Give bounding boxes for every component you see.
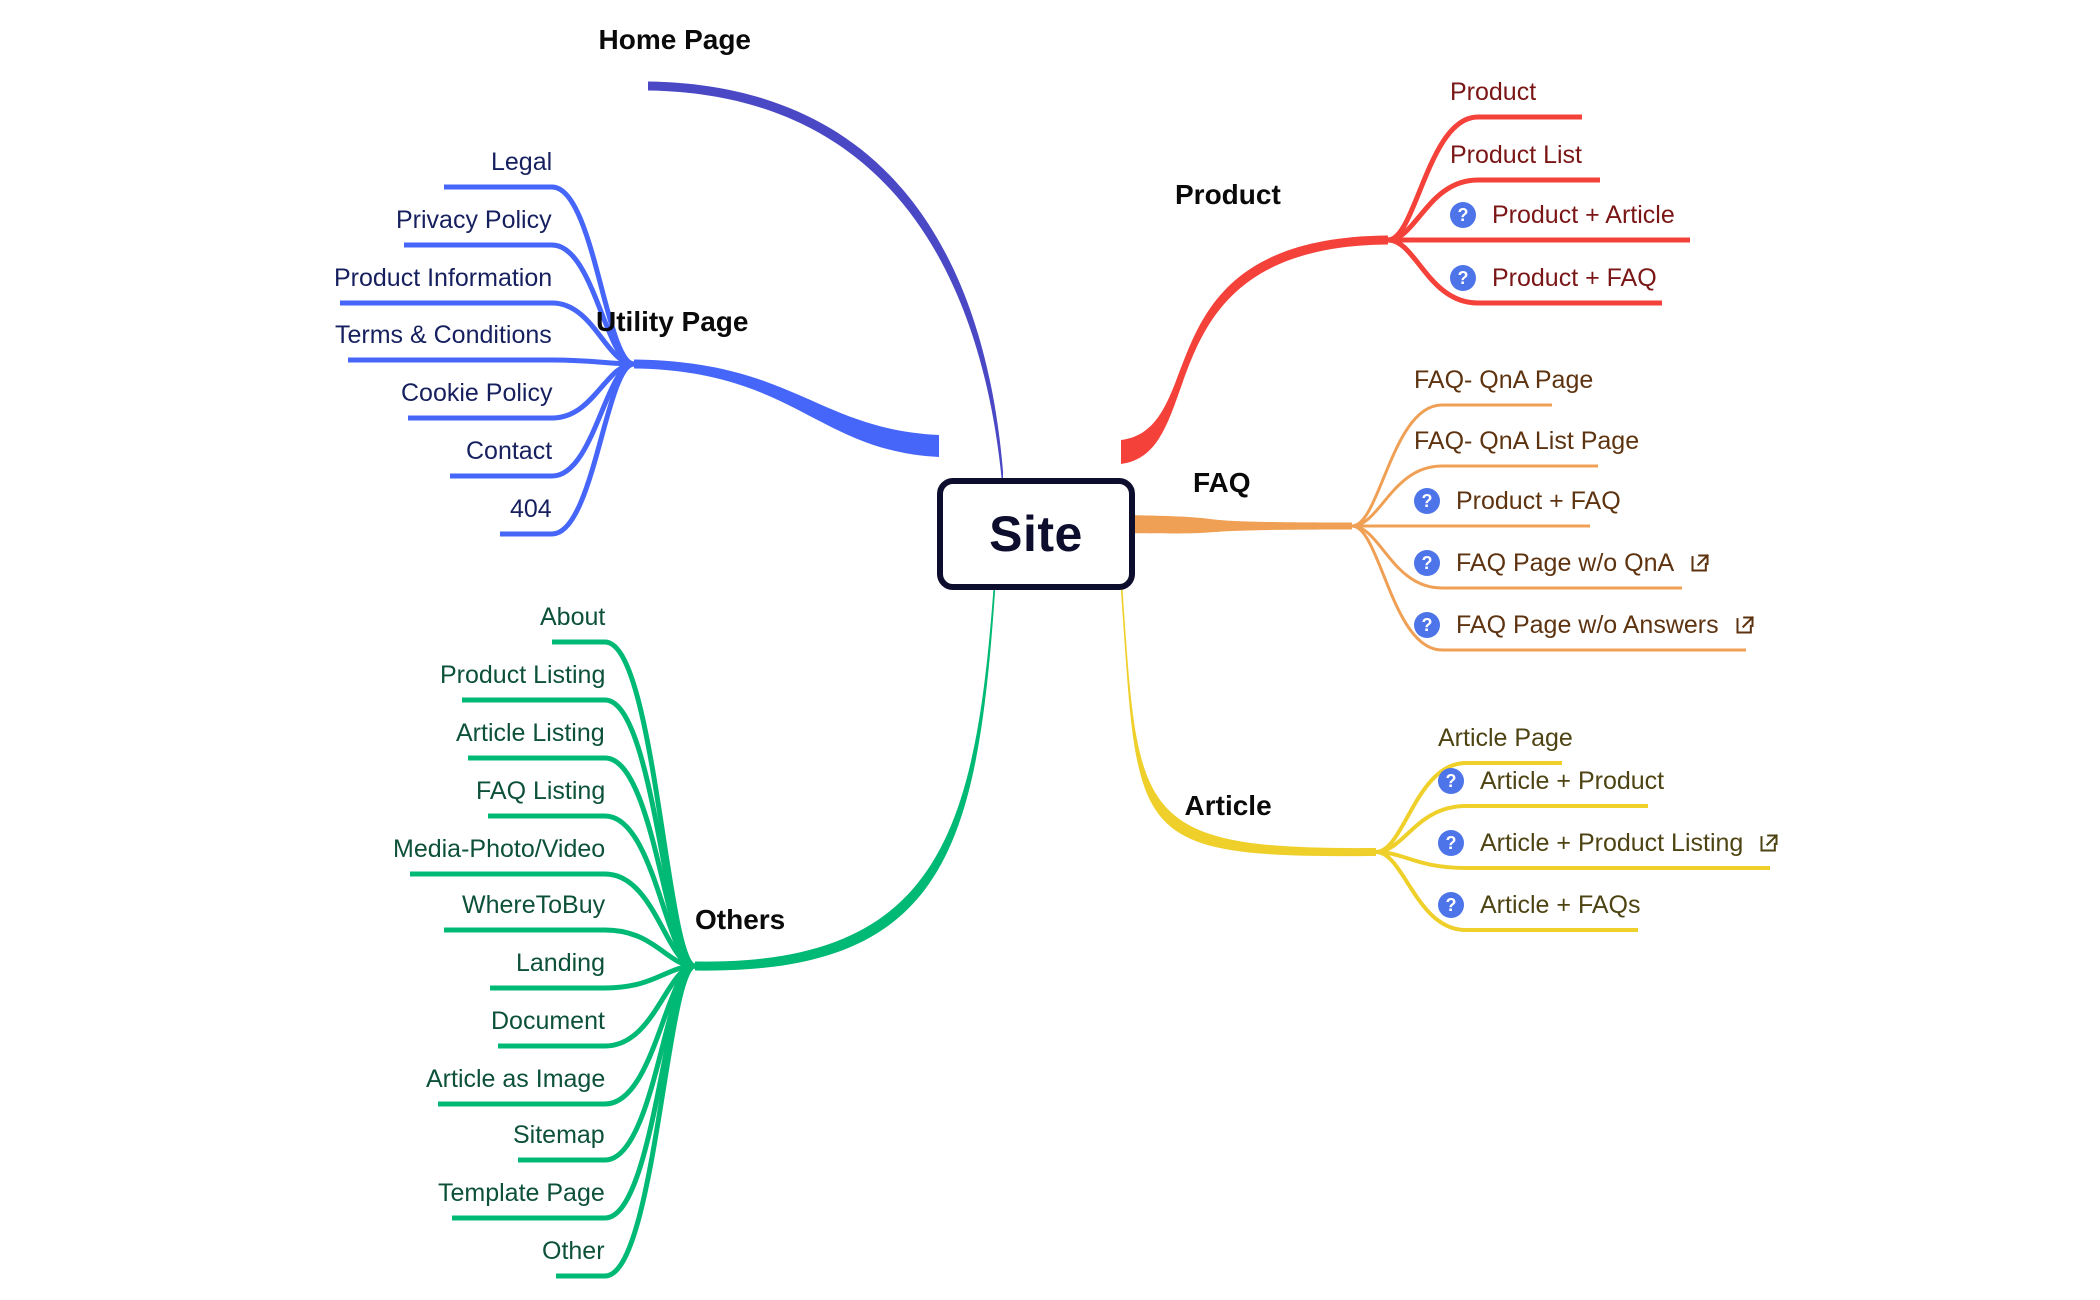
branch-label-product[interactable]: Product xyxy=(1175,179,1281,210)
leaf-faq-4[interactable]: ? FAQ Page w/o Answers xyxy=(1414,612,1755,638)
leaf-label: Cookie Policy xyxy=(401,379,553,407)
external-link-icon xyxy=(1760,834,1779,852)
leaf-faq-0[interactable]: FAQ- QnA Page xyxy=(1414,368,1593,393)
leaf-article-0[interactable]: Article Page xyxy=(1438,726,1573,751)
branch-label-home-page[interactable]: Home Page xyxy=(598,24,752,55)
external-link-icon xyxy=(1691,554,1710,572)
leaf-label: FAQ Page w/o Answers xyxy=(1456,610,1719,639)
branch-label-article[interactable]: Article xyxy=(1184,790,1272,821)
leaf-label: Article Listing xyxy=(456,719,605,747)
leaf-others-1[interactable]: Product Listing xyxy=(440,663,605,688)
leaf-label: Other xyxy=(542,1237,605,1265)
leaf-label: 404 xyxy=(510,495,552,523)
leaf-others-9[interactable]: Sitemap xyxy=(513,1123,605,1148)
leaf-label: Landing xyxy=(516,949,605,977)
leaf-faq-3[interactable]: ? FAQ Page w/o QnA xyxy=(1414,550,1710,576)
leaf-others-3[interactable]: FAQ Listing xyxy=(476,779,605,804)
leaf-article-1[interactable]: ? Article + Product xyxy=(1438,768,1664,794)
leaf-utility-page-2[interactable]: Product Information xyxy=(334,266,552,291)
leaf-label: Terms & Conditions xyxy=(335,321,552,349)
leaf-label: Contact xyxy=(466,437,553,465)
leaf-others-11[interactable]: Other xyxy=(542,1239,605,1264)
leaf-label: Product + Article xyxy=(1492,200,1675,229)
leaf-product-1[interactable]: Product List xyxy=(1450,143,1582,168)
question-mark-badge-icon: ? xyxy=(1438,892,1464,918)
question-mark-badge-icon: ? xyxy=(1414,612,1440,638)
leaf-others-6[interactable]: Landing xyxy=(516,951,605,976)
branch-label-utility-page[interactable]: Utility Page xyxy=(596,306,749,337)
leaf-label: Article + Product xyxy=(1480,766,1665,795)
leaf-label: Article + Product Listing xyxy=(1480,828,1744,857)
leaf-others-4[interactable]: Media-Photo/Video xyxy=(393,837,605,862)
external-link-icon xyxy=(1736,616,1754,634)
leaf-label: Media-Photo/Video xyxy=(393,835,606,863)
leaf-faq-2[interactable]: ? Product + FAQ xyxy=(1414,488,1621,514)
leaf-utility-page-0[interactable]: Legal xyxy=(491,150,552,175)
leaf-utility-page-4[interactable]: Cookie Policy xyxy=(401,381,552,406)
branch-label-others[interactable]: Others xyxy=(695,904,786,935)
leaf-label: Article Page xyxy=(1438,724,1573,752)
leaf-label: Product Information xyxy=(334,264,553,292)
leaf-label: WhereToBuy xyxy=(462,891,606,919)
leaf-others-2[interactable]: Article Listing xyxy=(456,721,605,746)
leaf-others-10[interactable]: Template Page xyxy=(438,1181,605,1206)
leaf-label: Article as Image xyxy=(426,1065,606,1093)
branch-label-faq[interactable]: FAQ xyxy=(1193,467,1251,498)
question-mark-badge-icon: ? xyxy=(1450,265,1476,291)
leaf-utility-page-6[interactable]: 404 xyxy=(510,497,552,522)
leaf-label: About xyxy=(540,603,606,631)
leaf-label: Article + FAQs xyxy=(1480,890,1641,919)
leaf-label: Product + FAQ xyxy=(1492,263,1657,292)
leaf-label: Product Listing xyxy=(440,661,606,689)
root-node-site[interactable]: Site xyxy=(937,478,1135,590)
question-mark-badge-icon: ? xyxy=(1414,488,1440,514)
leaf-article-2[interactable]: ? Article + Product Listing xyxy=(1438,830,1779,856)
leaf-label: FAQ Listing xyxy=(476,777,606,805)
leaf-label: FAQ- QnA Page xyxy=(1414,366,1594,394)
leaf-article-3[interactable]: ? Article + FAQs xyxy=(1438,892,1640,918)
question-mark-badge-icon: ? xyxy=(1414,550,1440,576)
leaf-label: FAQ Page w/o QnA xyxy=(1456,548,1675,577)
leaf-utility-page-1[interactable]: Privacy Policy xyxy=(396,208,552,233)
leaf-product-3[interactable]: ? Product + FAQ xyxy=(1450,265,1657,291)
leaf-label: FAQ- QnA List Page xyxy=(1414,427,1640,455)
leaf-label: Template Page xyxy=(438,1179,605,1207)
leaf-others-7[interactable]: Document xyxy=(491,1009,605,1034)
leaf-label: Legal xyxy=(491,148,553,176)
leaf-label: Document xyxy=(491,1007,605,1035)
leaf-product-0[interactable]: Product xyxy=(1450,80,1536,105)
leaf-label: Sitemap xyxy=(513,1121,605,1149)
root-node-label: Site xyxy=(989,506,1083,562)
leaf-label: Product List xyxy=(1450,141,1583,169)
leaf-label: Product xyxy=(1450,78,1537,106)
leaf-label: Privacy Policy xyxy=(396,206,552,234)
leaf-others-8[interactable]: Article as Image xyxy=(426,1067,605,1092)
question-mark-badge-icon: ? xyxy=(1450,202,1476,228)
leaf-utility-page-3[interactable]: Terms & Conditions xyxy=(335,323,552,348)
question-mark-badge-icon: ? xyxy=(1438,830,1464,856)
leaf-faq-1[interactable]: FAQ- QnA List Page xyxy=(1414,429,1639,454)
leaf-label: Product + FAQ xyxy=(1456,486,1621,515)
leaf-others-0[interactable]: About xyxy=(540,605,605,630)
question-mark-badge-icon: ? xyxy=(1438,768,1464,794)
leaf-others-5[interactable]: WhereToBuy xyxy=(462,893,605,918)
leaf-utility-page-5[interactable]: Contact xyxy=(466,439,552,464)
leaf-product-2[interactable]: ? Product + Article xyxy=(1450,202,1675,228)
